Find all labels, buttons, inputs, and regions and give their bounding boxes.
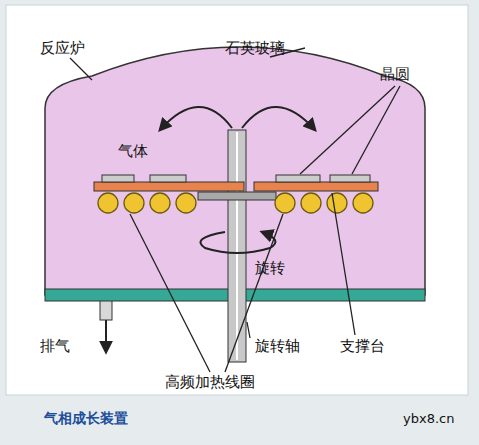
part-label: 晶圆 — [380, 66, 410, 83]
coil-turn — [301, 193, 321, 213]
gas-inlet-tube — [236, 132, 238, 360]
coil-turn — [150, 193, 170, 213]
part-label: 支撑台 — [340, 338, 385, 355]
figure-panel — [6, 5, 468, 395]
part-label: 排气 — [40, 338, 70, 355]
gas-flow-arrow — [242, 107, 315, 130]
coil-turn — [353, 193, 373, 213]
coil-turn — [124, 193, 144, 213]
figure-caption: 气相成长装置 — [44, 410, 128, 428]
part-label: 反应炉 — [40, 40, 85, 57]
support-arm — [198, 192, 276, 200]
coil-turn — [176, 193, 196, 213]
exhaust-arrow — [105, 320, 107, 352]
part-label: 高频加热线圈 — [165, 374, 255, 391]
coil-turn — [327, 193, 347, 213]
watermark: ybx8.cn — [403, 412, 454, 426]
coil-turn — [98, 193, 118, 213]
gas-flow-arrow — [160, 107, 232, 130]
leader-line — [70, 48, 400, 372]
wafer — [102, 175, 134, 182]
wafer — [150, 175, 186, 182]
part-label: 石英玻璃 — [225, 40, 285, 57]
support-table — [94, 182, 244, 191]
part-label: 旋转轴 — [255, 338, 300, 355]
wafer — [330, 175, 370, 182]
coil-turn — [275, 193, 295, 213]
wafer — [276, 175, 320, 182]
part-label: 旋转 — [255, 260, 285, 277]
part-label: 气体 — [118, 143, 148, 160]
heating-coil — [98, 193, 373, 213]
support-table — [254, 182, 378, 191]
rotation-shaft — [228, 130, 246, 362]
rotation-arrow — [201, 232, 276, 253]
